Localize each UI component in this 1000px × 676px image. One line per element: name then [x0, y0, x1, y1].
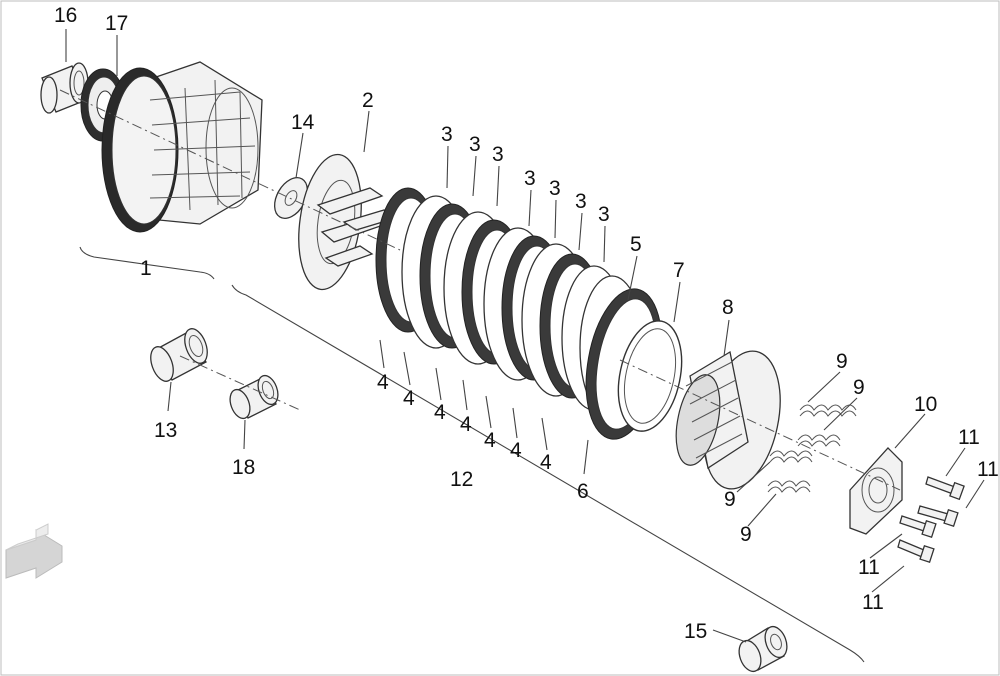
- direction-arrow-icon: [5, 523, 63, 579]
- callout-11b: 11: [977, 458, 999, 481]
- callout-1: 1: [140, 257, 152, 280]
- callout-4d: 4: [460, 413, 472, 436]
- assembly-axis-lines: [59, 89, 901, 491]
- callout-3e: 3: [549, 177, 561, 200]
- callout-11a: 11: [958, 426, 980, 449]
- callout-4g: 4: [540, 451, 552, 474]
- part-10-bearing-plate: [849, 447, 903, 535]
- part-11-bolts: [897, 476, 965, 564]
- callout-3d: 3: [524, 167, 536, 190]
- part-7-ring: [617, 320, 683, 432]
- part-13-bushing: [150, 328, 208, 382]
- callout-labels: 16 17 1 14 2 3 3 3 3 3 3 3 5 7 8 9 9 9 9…: [54, 4, 999, 643]
- part-2-inner-hub: [298, 153, 398, 291]
- part-8-pressure-plate: [675, 350, 781, 490]
- callout-11d: 11: [862, 591, 884, 614]
- group-12-bracket: [231, 284, 865, 663]
- callout-9a: 9: [836, 350, 848, 373]
- callout-9d: 9: [740, 523, 752, 546]
- group-1-bracket: [79, 246, 215, 280]
- callout-3f: 3: [575, 190, 587, 213]
- callout-4a: 4: [377, 371, 389, 394]
- part-1-clutch-housing: [101, 61, 263, 233]
- callout-14: 14: [291, 111, 315, 134]
- leader-lines: [65, 29, 985, 643]
- callout-3b: 3: [469, 133, 481, 156]
- callout-16: 16: [54, 4, 77, 27]
- callout-11c: 11: [858, 556, 880, 579]
- callout-15: 15: [684, 620, 707, 643]
- callout-4c: 4: [434, 401, 446, 424]
- callout-4b: 4: [403, 387, 415, 410]
- callout-10: 10: [914, 393, 937, 416]
- callout-13: 13: [154, 419, 177, 442]
- part-15-bearing: [738, 625, 788, 673]
- callout-17: 17: [105, 12, 128, 35]
- callout-7: 7: [673, 259, 685, 282]
- callout-5: 5: [630, 233, 642, 256]
- callout-8: 8: [722, 296, 734, 319]
- callout-4e: 4: [484, 429, 496, 452]
- callout-3g: 3: [598, 203, 610, 226]
- callout-2: 2: [362, 89, 374, 112]
- callout-9c: 9: [724, 488, 736, 511]
- part-9-springs: [767, 404, 857, 493]
- callout-18: 18: [232, 456, 255, 479]
- callout-9b: 9: [853, 376, 865, 399]
- callout-12: 12: [450, 468, 473, 491]
- callout-6: 6: [577, 480, 589, 503]
- callout-4f: 4: [510, 439, 522, 462]
- part-18-bushing: [229, 374, 279, 420]
- callout-3a: 3: [441, 123, 453, 146]
- callout-3c: 3: [492, 143, 504, 166]
